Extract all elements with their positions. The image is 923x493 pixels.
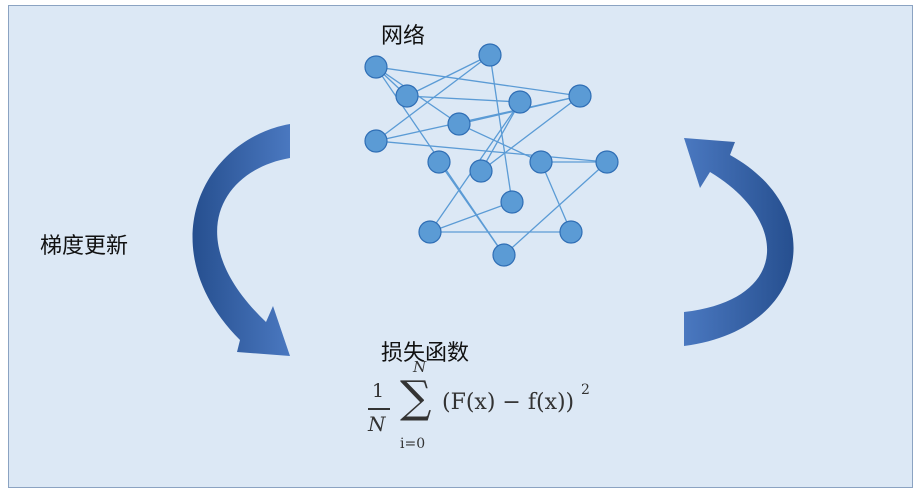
network-node-0 <box>364 55 388 79</box>
gradient-update-label: 梯度更新 <box>40 234 129 259</box>
network-node-1 <box>478 43 502 67</box>
network-edge-0 <box>375 66 581 97</box>
network-node-12 <box>418 220 442 244</box>
sum-upper-limit: N <box>413 358 427 376</box>
network-edge-17 <box>429 201 513 233</box>
loss-function-label: 损失函数 <box>381 341 470 366</box>
network-node-7 <box>427 150 451 174</box>
network-node-3 <box>508 90 532 114</box>
network-edge-16 <box>503 161 608 256</box>
network-node-14 <box>492 243 516 267</box>
network-edge-13 <box>458 123 542 163</box>
feedback-arrow <box>684 138 794 346</box>
network-label: 网络 <box>381 24 426 49</box>
fraction-denominator: N <box>368 412 386 436</box>
formula-exponent: 2 <box>581 382 590 398</box>
network-node-10 <box>595 150 619 174</box>
network-node-13 <box>559 220 583 244</box>
network-node-4 <box>568 84 592 108</box>
network-edge-7 <box>406 95 521 103</box>
network-edge-10 <box>480 95 581 172</box>
network-node-6 <box>364 129 388 153</box>
network-node-11 <box>500 190 524 214</box>
fraction-bar <box>368 408 390 410</box>
sum-symbol: ∑ <box>400 372 432 423</box>
network-edge-12 <box>375 95 581 142</box>
formula-expression: (F(x) − f(x)) <box>442 390 575 415</box>
network-node-5 <box>447 112 471 136</box>
fraction-numerator: 1 <box>372 380 385 402</box>
network-node-2 <box>395 84 419 108</box>
network-edge-6 <box>406 54 491 97</box>
network-edges <box>375 54 608 256</box>
network-edge-15 <box>540 161 572 233</box>
network-edge-19 <box>480 101 521 172</box>
network-node-9 <box>529 150 553 174</box>
network-nodes <box>364 43 619 267</box>
network-node-8 <box>469 159 493 183</box>
sum-lower-limit: i=0 <box>400 436 426 452</box>
diagram-frame <box>8 5 913 488</box>
loss-formula: 1 N N ∑ i=0 (F(x) − f(x)) 2 <box>360 358 600 470</box>
gradient-update-arrow <box>192 124 290 356</box>
network-edge-14 <box>438 161 505 256</box>
